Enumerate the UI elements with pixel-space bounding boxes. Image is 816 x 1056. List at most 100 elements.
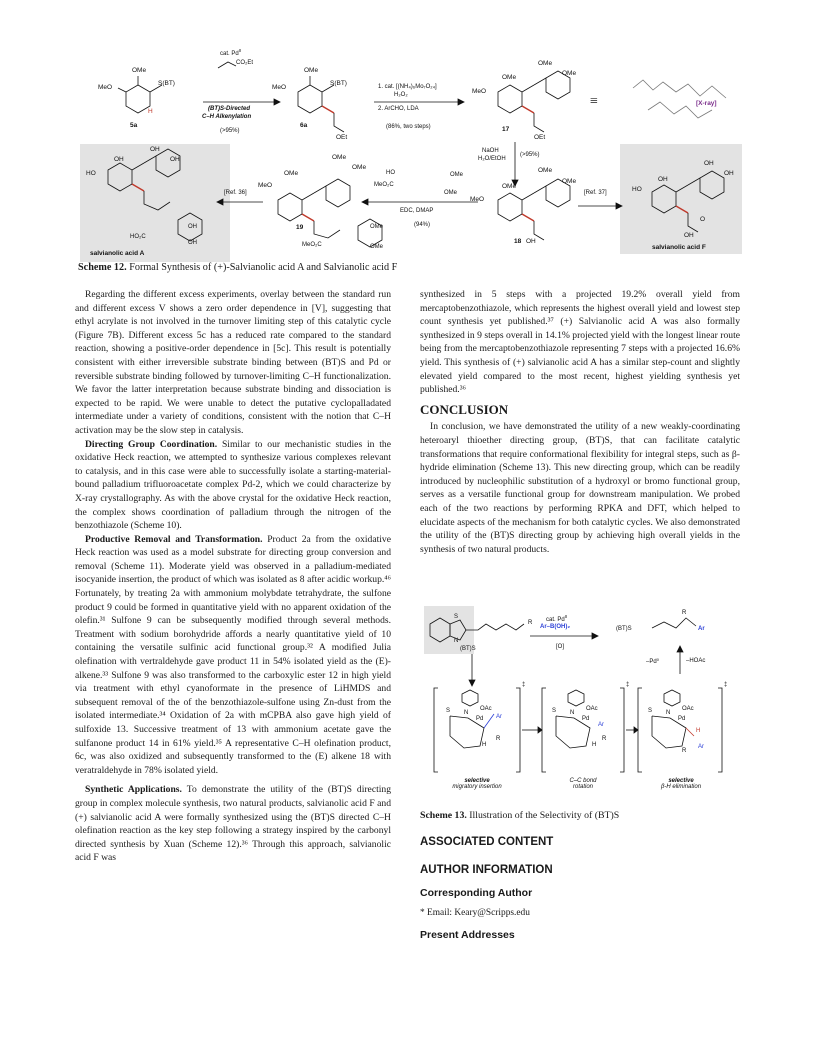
- label-oh-a2: OH: [170, 156, 180, 163]
- s13-ts2-h: H: [592, 742, 597, 748]
- label-ome-19d: OMe: [370, 224, 384, 230]
- label-sbt: S(BT): [158, 80, 175, 87]
- s13-ts1-ar: Ar: [496, 714, 502, 720]
- s13-hoac: –HOAc: [686, 658, 706, 664]
- label-meo-6a: MeO: [272, 84, 287, 91]
- scheme-13-caption-text: Illustration of the Selectivity of (BT)S: [469, 810, 620, 821]
- label-ho-f: HO: [632, 186, 642, 193]
- paragraph-removal: Productive Removal and Transformation. P…: [75, 533, 391, 778]
- right-column-top: synthesized in 5 steps with a projected …: [420, 288, 740, 556]
- equivalence-sign: ≡: [590, 94, 598, 109]
- s13-ts1-s: S: [446, 708, 451, 714]
- label-ome-6a: OMe: [304, 67, 319, 74]
- scheme-12-caption: Scheme 12. Formal Synthesis of (+)-Salvi…: [78, 262, 397, 273]
- ts2-caption: C–C bond rotation: [540, 778, 626, 790]
- s13-ts2-pd: Pd: [582, 716, 590, 722]
- label-meo2c-19: MeO₂C: [302, 242, 322, 248]
- scheme-12-caption-label: Scheme 12.: [78, 262, 127, 273]
- label-sbt-6a: S(BT): [330, 80, 347, 87]
- s13-ts2-s: S: [552, 708, 557, 714]
- s13-ts1-dagger: ‡: [522, 682, 526, 688]
- s13-oxidant: [O]: [556, 644, 565, 650]
- arrow1-catalyst: cat. PdII: [220, 48, 242, 57]
- s13-product-r: R: [682, 610, 687, 616]
- text-removal: Product 2a from the oxidative Heck react…: [75, 533, 391, 776]
- corresponding-author-heading: Corresponding Author: [420, 887, 533, 899]
- scheme-13: S N R (BT)S cat. PdII Ar–B(OH)₂ [O] (BT)…: [420, 596, 742, 808]
- label-meo2c-19r: MeO₂C: [374, 182, 394, 188]
- heading-removal: Productive Removal and Transformation.: [85, 533, 263, 545]
- label-ome-19r1: OMe: [450, 172, 464, 178]
- label-ome-19a: OMe: [284, 170, 299, 177]
- salvianolic-acid-a-box: [80, 144, 230, 262]
- salvianolic-acid-a-label: salvianolic acid A: [90, 250, 145, 257]
- s13-ts3-n: N: [666, 710, 671, 716]
- label-oh-f1: OH: [704, 160, 714, 167]
- arrow1-bold: (BT)S-Directed: [208, 106, 251, 112]
- label-meo-18: MeO: [470, 196, 485, 203]
- label-oet-6a: OEt: [336, 134, 348, 141]
- author-email: * Email: Keary@Scripps.edu: [420, 908, 530, 918]
- arrow2-line1b: H₂O₂: [394, 92, 408, 98]
- s13-ts1-h: H: [482, 742, 487, 748]
- xray-label: [X-ray]: [696, 100, 717, 107]
- ts3-subtitle: β-H elimination: [660, 784, 702, 790]
- salvianolic-acid-f-box: [620, 144, 742, 254]
- author-information-heading: AUTHOR INFORMATION: [420, 864, 553, 876]
- s13-ts1-r: R: [496, 736, 501, 742]
- arrow6-ref: [Ref. 36]: [224, 190, 247, 196]
- arrow1-bold2: C–H Alkenylation: [202, 114, 252, 120]
- s13-ts2-r: R: [602, 736, 607, 742]
- label-oh-a4: OH: [188, 224, 197, 230]
- compound-17: 17: [502, 126, 510, 133]
- s13-ts2-dagger: ‡: [626, 682, 630, 688]
- s13-s-atom: S: [454, 614, 459, 620]
- s13-sm-label: (BT)S: [460, 646, 476, 652]
- label-oh-f3: OH: [658, 176, 668, 183]
- arrow3-yield: (>95%): [520, 152, 540, 158]
- label-ho-19r: HO: [386, 170, 395, 176]
- label-meo-17: MeO: [472, 88, 487, 95]
- scheme-13-caption: Scheme 13. Illustration of the Selectivi…: [420, 810, 619, 821]
- s13-ts3-dagger: ‡: [724, 682, 728, 688]
- present-addresses-heading: Present Addresses: [420, 929, 515, 941]
- label-oh-f4: OH: [684, 232, 694, 239]
- ts1-caption: selective migratory insertion: [434, 778, 520, 790]
- s13-pd0: –Pd⁰: [646, 659, 660, 665]
- label-ome-19b: OMe: [332, 154, 347, 161]
- s13-ts3-pd: Pd: [678, 716, 686, 722]
- label-meo-19: MeO: [258, 182, 273, 189]
- text-synthetic-applications: To demonstrate the utility of the (BT)S …: [75, 784, 391, 864]
- arrow4-ref: [Ref. 37]: [584, 190, 607, 196]
- paragraph-directing-group: Directing Group Coordination. Similar to…: [75, 438, 391, 533]
- label-ome-17c: OMe: [562, 70, 577, 77]
- label-oh-18: OH: [526, 238, 536, 245]
- label-ome: OMe: [132, 67, 147, 74]
- compound-19: 19: [296, 224, 304, 231]
- s13-ts2-ar: Ar: [598, 722, 604, 728]
- label-ome-18b: OMe: [538, 167, 553, 174]
- label-meo: MeO: [98, 84, 113, 91]
- arrow3-line1: NaOH: [482, 148, 499, 154]
- arrow1-yield: (>95%): [220, 128, 240, 134]
- s13-ts1-oac: OAc: [480, 706, 492, 712]
- conclusion-heading: CONCLUSION: [420, 401, 509, 417]
- label-oh-a1: OH: [150, 146, 160, 153]
- label-oet-17: OEt: [534, 134, 546, 141]
- arrow3-line2: H₂O/EtOH: [478, 156, 506, 162]
- label-ome-18a: OMe: [502, 183, 517, 190]
- s13-ts3-h: H: [696, 728, 701, 734]
- s13-ts1-pd: Pd: [476, 716, 484, 722]
- compound-5a: 5a: [130, 122, 138, 129]
- s13-ts3-oac: OAc: [682, 706, 694, 712]
- scheme-12: OMe MeO S(BT) H 5a cat. PdII CO₂Et (BT)S…: [78, 40, 743, 265]
- label-oh-a5: OH: [188, 240, 197, 246]
- left-column: Regarding the different excess experimen…: [75, 288, 391, 865]
- s13-product-ar: Ar: [698, 626, 705, 632]
- scheme-13-caption-label: Scheme 13.: [420, 810, 467, 821]
- s13-ts3-r: R: [682, 748, 687, 754]
- label-o-f: O: [700, 216, 706, 223]
- paragraph-synthetic-applications: Synthetic Applications. To demonstrate t…: [75, 783, 391, 865]
- label-ome-19c: OMe: [352, 164, 367, 171]
- scheme-12-drawing: [107, 61, 727, 248]
